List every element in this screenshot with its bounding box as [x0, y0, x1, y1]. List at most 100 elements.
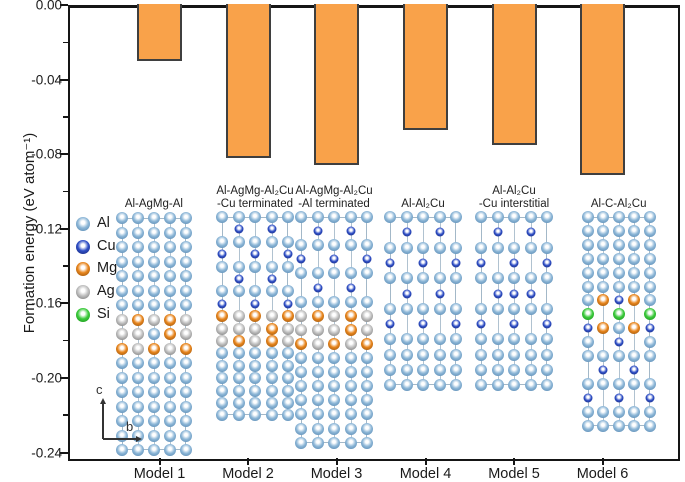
al-atom	[249, 409, 261, 422]
al-atom	[180, 415, 193, 427]
mg-atom	[164, 328, 177, 340]
mg-atom	[361, 337, 373, 350]
al-atom	[597, 377, 610, 390]
al-atom	[232, 285, 245, 298]
al-atom	[361, 422, 373, 435]
al-atom	[400, 302, 413, 315]
al-atom	[450, 379, 462, 392]
lattice-column-line	[618, 217, 620, 426]
al-atom	[265, 347, 278, 360]
al-atom	[491, 348, 504, 361]
al-atom	[541, 364, 553, 376]
al-atom	[450, 272, 462, 285]
al-atom	[131, 299, 144, 311]
legend-label: Ag	[97, 283, 115, 300]
al-atom	[115, 371, 128, 384]
al-atom	[475, 333, 487, 346]
si-atom	[612, 308, 625, 321]
lattice-column-line	[603, 217, 605, 426]
al-atom	[433, 333, 446, 346]
mg-atom	[147, 342, 160, 355]
al-atom	[249, 347, 261, 360]
al-atom	[417, 272, 429, 285]
al-atom	[361, 436, 373, 449]
al-atom	[180, 284, 193, 297]
al-atom	[433, 241, 446, 254]
ag-atom	[361, 309, 373, 322]
al-atom	[643, 405, 656, 418]
structure-label-line: -Cu interstitial	[478, 198, 550, 210]
al-atom	[232, 409, 245, 422]
cu-atom	[267, 274, 276, 284]
al-atom	[216, 260, 228, 273]
mg-atom	[311, 309, 324, 322]
y-tick-minor	[63, 116, 68, 118]
legend-label: Cu	[97, 237, 116, 254]
structure-label-line: Al-AgMg-Al	[124, 198, 183, 210]
al-atom	[581, 419, 594, 432]
cu-atom	[385, 319, 395, 329]
al-atom	[344, 267, 357, 280]
al-atom	[147, 429, 160, 442]
cu-atom	[346, 283, 355, 292]
al-atom	[597, 252, 610, 265]
al-atom	[475, 364, 487, 376]
mg-atom	[249, 310, 261, 323]
al-atom	[282, 285, 294, 298]
legend-label: Al	[97, 215, 110, 231]
al-atom	[597, 224, 610, 237]
b-axis-label: b	[126, 419, 134, 434]
al-atom	[628, 238, 641, 251]
al-atom	[417, 348, 429, 361]
cu-atom	[583, 323, 592, 333]
al-atom	[384, 364, 396, 376]
al-atom	[295, 394, 307, 407]
al-atom	[131, 241, 144, 253]
al-atom	[400, 272, 413, 285]
al-atom	[361, 352, 373, 364]
mg-atom	[164, 313, 177, 326]
al-atom	[612, 405, 625, 418]
al-atom	[643, 294, 656, 307]
al-atom	[433, 302, 446, 315]
al-atom	[508, 272, 520, 285]
cu-atom	[614, 393, 624, 403]
y-tick-label: -0.04	[31, 72, 62, 88]
al-atom	[361, 295, 373, 308]
legend-item-mg: Mg	[76, 260, 136, 278]
al-atom	[131, 386, 144, 398]
al-atom	[400, 364, 413, 376]
cu-atom	[476, 258, 486, 268]
al-atom	[147, 212, 160, 224]
al-atom	[265, 285, 278, 298]
al-atom	[450, 348, 462, 361]
x-tick-label: Model 1	[133, 466, 186, 482]
al-atom	[131, 357, 144, 369]
mg-atom	[597, 322, 610, 335]
al-atom	[131, 212, 144, 224]
al-atom	[581, 224, 594, 237]
b-axis-line	[103, 438, 137, 440]
al-atom	[232, 359, 245, 372]
cu-atom	[451, 319, 461, 329]
al-atom	[508, 211, 520, 223]
ag-atom	[131, 328, 144, 340]
lattice-column-line	[497, 217, 499, 386]
al-atom	[643, 419, 656, 432]
al-atom	[361, 366, 373, 379]
ag-atom	[216, 335, 228, 347]
al-atom	[295, 422, 307, 435]
al-atom	[282, 384, 294, 397]
al-atom	[541, 333, 553, 346]
al-atom	[384, 241, 396, 254]
al-atom	[581, 238, 594, 251]
al-atom	[417, 302, 429, 315]
y-tick-label: -0.12	[31, 221, 62, 237]
cu-atom	[493, 227, 502, 237]
al-atom	[131, 270, 144, 282]
ag-atom	[164, 342, 177, 355]
al-atom	[450, 241, 462, 254]
ag-atom	[328, 309, 340, 322]
al-atom	[581, 336, 594, 349]
al-atom	[115, 212, 128, 224]
